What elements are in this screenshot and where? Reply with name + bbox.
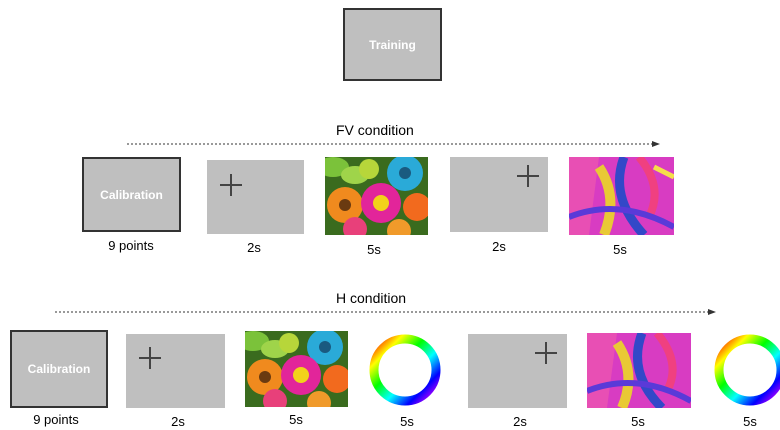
h-caption-5: 2s [513,414,527,429]
color-wheel-icon [369,334,441,406]
color-wheel-icon [714,334,780,406]
fv-fixation-screen-2 [450,157,548,232]
h-flowers-image [245,331,348,407]
flowers-image [245,331,348,407]
h-calibration-label: Calibration [27,362,91,376]
fv-condition-title: FV condition [336,122,414,138]
h-fixation-screen-2 [468,334,567,408]
fixation-cross-icon [220,174,242,196]
fv-calibration-box: Calibration [82,157,181,232]
fv-caption-1: 9 points [108,238,154,253]
h-caption-3: 5s [289,412,303,427]
training-box: Training [343,8,442,81]
h-caption-6: 5s [631,414,645,429]
fv-caption-4: 2s [492,239,506,254]
fixation-cross-icon [517,165,539,187]
h-caption-4: 5s [400,414,414,429]
fixation-cross-icon [139,347,161,369]
h-caption-1: 9 points [33,412,79,427]
training-label: Training [369,37,416,52]
h-calibration-box: Calibration [10,330,108,408]
fv-calibration-label: Calibration [100,187,163,202]
fv-flowers-image [325,157,428,235]
flowers-image [325,157,428,235]
fv-caption-2: 2s [247,240,261,255]
abstract-painting-image [569,157,674,235]
h-abstract-image [587,333,691,408]
h-fixation-screen-1 [126,334,225,408]
fv-caption-5: 5s [613,242,627,257]
h-caption-7: 5s [743,414,757,429]
fixation-cross-icon [535,342,557,364]
h-caption-2: 2s [171,414,185,429]
fv-caption-3: 5s [367,242,381,257]
fv-fixation-screen-1 [207,160,304,234]
abstract-painting-image [587,333,691,408]
h-condition-title: H condition [336,290,407,306]
fv-abstract-image [569,157,674,235]
